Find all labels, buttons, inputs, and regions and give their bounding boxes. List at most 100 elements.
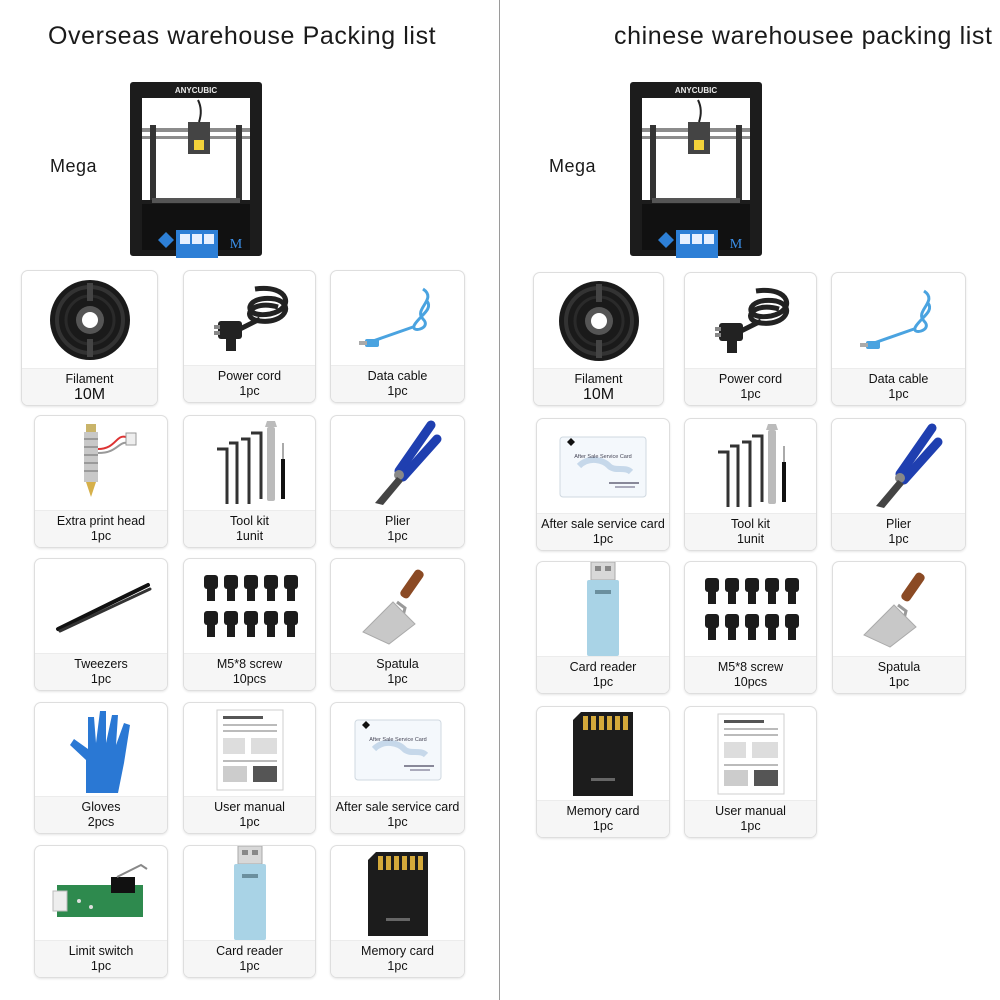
brand-logo-text: ANYCUBIC [675, 86, 717, 95]
item-name: Spatula [376, 657, 419, 671]
item-quantity: 10M [73, 386, 106, 403]
logo-letter: M [230, 237, 243, 252]
logo-letter: M [730, 237, 743, 252]
item-quantity: 1pc [888, 532, 909, 546]
printer-model-label: Mega [549, 156, 597, 176]
svg-text:After Sale Service Card: After Sale Service Card [574, 454, 631, 460]
chinese-title: chinese warehousee packing list [614, 22, 993, 50]
item-name: Spatula [877, 660, 921, 674]
item-quantity: 1pc [387, 672, 408, 686]
item-quantity: 1pc [740, 819, 761, 833]
plier-icon [331, 416, 464, 511]
item-quantity: 2pcs [87, 815, 115, 829]
item-quantity: 1pc [888, 675, 910, 689]
packing-item-card: After Sale Service Card After sale servi… [330, 702, 465, 834]
item-name: After sale service card [541, 517, 665, 531]
item-quantity: 1pc [387, 384, 408, 398]
item-name: After sale service card [335, 800, 460, 814]
printer-image: ANYCUBIC M [128, 80, 264, 258]
item-quantity: 1pc [592, 819, 614, 833]
item-name: Limit switch [68, 944, 134, 958]
item-name: Card reader [216, 944, 283, 958]
item-name: Power cord [217, 369, 282, 383]
item-name: Gloves [81, 800, 121, 814]
svg-text:After Sale Service Card: After Sale Service Card [369, 737, 426, 743]
packing-item-card: After Sale Service Card After sale servi… [536, 418, 670, 551]
brand-logo-text: ANYCUBIC [175, 86, 217, 95]
item-quantity: 1pc [592, 675, 614, 689]
item-quantity: 1unit [235, 529, 264, 543]
item-name: User manual [214, 800, 285, 814]
item-quantity: 1pc [387, 959, 408, 973]
plier-icon [832, 419, 965, 514]
item-quantity: 1pc [90, 672, 112, 686]
service-card-icon: After Sale Service Card [537, 419, 669, 514]
tweezers-icon [35, 559, 167, 654]
item-quantity: 1pc [387, 529, 408, 543]
card-reader-icon [537, 562, 669, 657]
item-name: Plier [885, 517, 911, 531]
printer-model-label: Mega [50, 156, 98, 176]
item-name: M5*8 screw [717, 660, 784, 674]
power-cord-icon [184, 271, 315, 366]
manual-icon [184, 703, 315, 797]
item-name: Memory card [361, 944, 434, 958]
item-name: Filament [65, 372, 114, 386]
item-name: Tweezers [74, 657, 128, 671]
item-quantity: 1pc [888, 387, 909, 401]
item-name: Plier [384, 514, 410, 528]
item-name: M5*8 screw [216, 657, 283, 671]
item-name: Extra print head [56, 514, 146, 528]
limit-switch-icon [35, 846, 167, 941]
filament-spool-icon [534, 273, 663, 369]
usb-cable-icon [331, 271, 464, 366]
screws-icon [184, 559, 315, 654]
card-reader-icon [184, 846, 315, 941]
item-name: Memory card [566, 804, 640, 818]
manual-icon [685, 707, 816, 801]
item-quantity: 1pc [592, 532, 614, 546]
item-name: Data cable [868, 372, 929, 386]
item-quantity: 1pc [239, 959, 260, 973]
item-name: Tool kit [230, 514, 269, 528]
tool-kit-icon [685, 419, 816, 514]
printer-image: ANYCUBIC M [628, 80, 764, 258]
memory-card-icon [537, 707, 669, 801]
item-quantity: 1pc [90, 529, 112, 543]
